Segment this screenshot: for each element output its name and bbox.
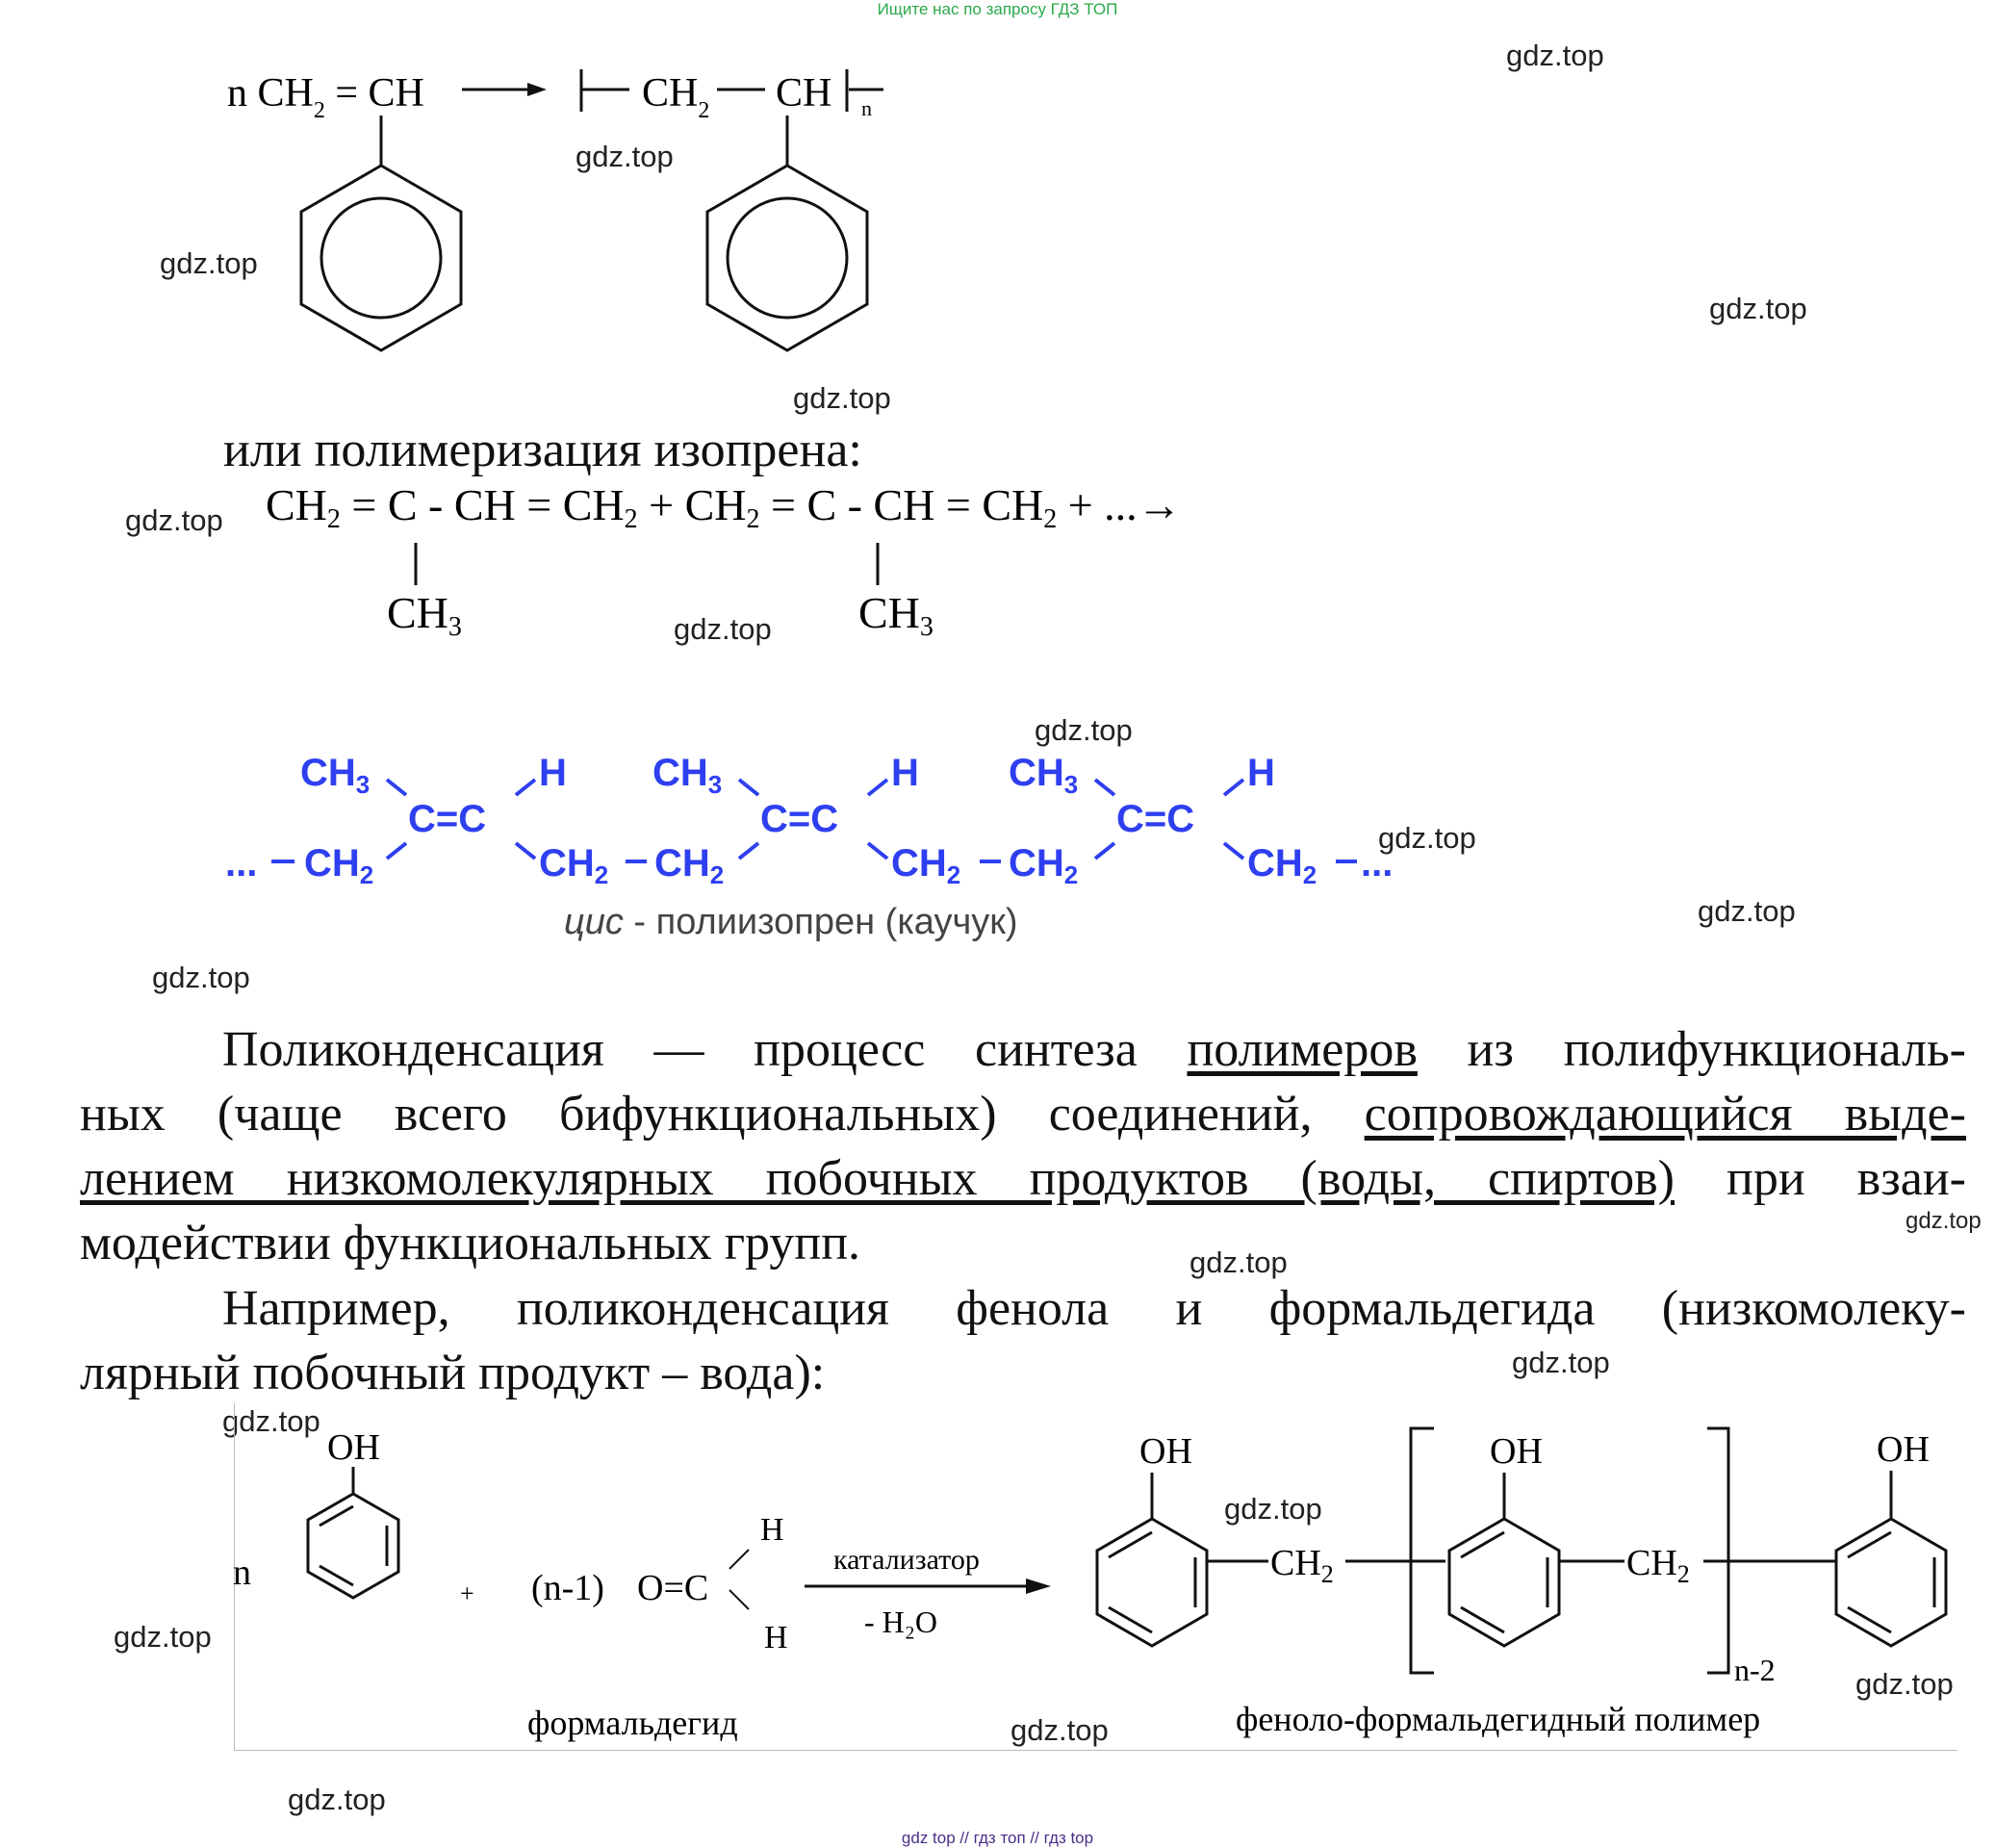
svg-text:CH2: CH2 (1626, 1543, 1690, 1588)
svg-text:n CH2 = CH: n CH2 = CH (227, 71, 424, 123)
svg-text:OH: OH (1490, 1431, 1543, 1472)
watermark: gdz.top (1512, 1346, 1610, 1379)
watermark: gdz.top (152, 961, 250, 994)
watermark: gdz.top (1224, 1492, 1322, 1526)
svg-text:+: + (460, 1579, 474, 1607)
polyisoprene-caption: цис - полиизопрен (каучук) (564, 902, 1018, 943)
svg-text:OH: OH (1139, 1431, 1192, 1472)
svg-text:CH2: CH2 (891, 842, 960, 889)
watermark: gdz.top (575, 140, 674, 173)
watermark: gdz.top (1905, 1208, 1982, 1234)
svg-text:...: ... (225, 842, 257, 885)
watermark: gdz.top (1709, 292, 1807, 325)
underlined-phrase: сопровождающийся выде- (1364, 1087, 1966, 1142)
svg-text:(n-1): (n-1) (531, 1568, 604, 1608)
svg-text:H: H (891, 752, 919, 794)
watermark: gdz.top (674, 612, 772, 646)
svg-text:OH: OH (1877, 1429, 1930, 1470)
watermark: gdz.top (1506, 38, 1604, 72)
watermark: gdz.top (1378, 821, 1476, 855)
svg-text:H: H (1247, 752, 1275, 794)
footer-links[interactable]: gdz top // гдз топ // гдз top (901, 1829, 1094, 1847)
polycondensation-definition: Поликонденсация — процесс синтеза полиме… (80, 1022, 1967, 1270)
svg-text:феноло-формальдегидный полимер: феноло-формальдегидный полимер (1236, 1700, 1760, 1738)
isoprene-intro: или полимеризация изопрена: (223, 423, 862, 477)
svg-text:CH2 = C - CH = CH2 + CH2 = C -: CH2 = C - CH = CH2 + CH2 = C - CH = CH2 … (266, 480, 1182, 534)
watermark: gdz.top (222, 1404, 320, 1438)
svg-text:n-2: n-2 (1734, 1653, 1776, 1687)
watermark: gdz.top (1010, 1713, 1109, 1747)
watermark: gdz.top (125, 503, 223, 537)
svg-text:CH3: CH3 (858, 588, 934, 642)
svg-text:CH: CH (776, 71, 831, 116)
svg-text:CH2: CH2 (1270, 1543, 1334, 1588)
svg-text:...: ... (1361, 842, 1393, 885)
svg-text:n: n (861, 96, 872, 120)
svg-text:CH3: CH3 (387, 588, 462, 642)
watermark: gdz.top (1855, 1667, 1954, 1701)
top-banner[interactable]: Ищите нас по запросу ГДЗ ТОП (877, 0, 1118, 18)
svg-text:CH3: CH3 (1009, 752, 1078, 799)
watermark: gdz.top (288, 1783, 386, 1816)
svg-text:CH3: CH3 (300, 752, 370, 799)
cis-polyisoprene-structure: ... CH2 CH3 C=C H CH2 CH2 CH3 C=C H CH2 … (225, 752, 1393, 889)
svg-text:CH2: CH2 (654, 842, 724, 889)
svg-text:- H₂O: - H₂O (864, 1604, 937, 1639)
phenol-formaldehyde-reaction: OH n + (n-1) O=C H H катализатор - H₂O O… (233, 1426, 1948, 1742)
svg-text:CH2: CH2 (642, 71, 709, 123)
watermark: gdz.top (114, 1620, 212, 1654)
phenol-reaction-frame (234, 1403, 1957, 1751)
svg-text:формальдегид: формальдегид (527, 1704, 738, 1742)
styrene-polymerization-diagram: n CH2 = CH CH2 CH n (227, 69, 883, 352)
caption-text: - полиизопрен (каучук) (623, 902, 1018, 942)
isoprene-equation: CH2 = C - CH = CH2 + CH2 = C - CH = CH2 … (266, 480, 1182, 642)
svg-text:O=C: O=C (637, 1568, 708, 1608)
svg-text:OH: OH (327, 1427, 380, 1468)
svg-text:C=C: C=C (408, 798, 486, 840)
svg-text:H: H (760, 1512, 784, 1548)
svg-text:CH2: CH2 (1247, 842, 1317, 889)
watermark: gdz.top (1698, 894, 1796, 928)
watermark: gdz.top (1189, 1245, 1288, 1279)
svg-text:CH2: CH2 (1009, 842, 1078, 889)
svg-text:n: n (233, 1553, 251, 1593)
svg-text:C=C: C=C (1116, 798, 1194, 840)
svg-text:CH3: CH3 (652, 752, 722, 799)
phenol-example-intro: Например, поликонденсация фенола и форма… (80, 1281, 1966, 1400)
watermark: gdz.top (793, 381, 891, 415)
underlined-phrase: лением низкомолекулярных побочных продук… (80, 1151, 1675, 1206)
svg-text:C=C: C=C (760, 798, 838, 840)
coefficient-n: n (227, 71, 247, 116)
watermark: gdz.top (160, 246, 258, 280)
svg-text:H: H (539, 752, 567, 794)
svg-text:H: H (764, 1620, 788, 1656)
watermark: gdz.top (1035, 713, 1133, 747)
svg-text:катализатор: катализатор (833, 1544, 980, 1576)
polymers-link[interactable]: полимеров (1187, 1022, 1418, 1077)
caption-cis: цис (564, 902, 624, 942)
svg-text:CH2: CH2 (304, 842, 373, 889)
svg-text:CH2: CH2 (539, 842, 608, 889)
